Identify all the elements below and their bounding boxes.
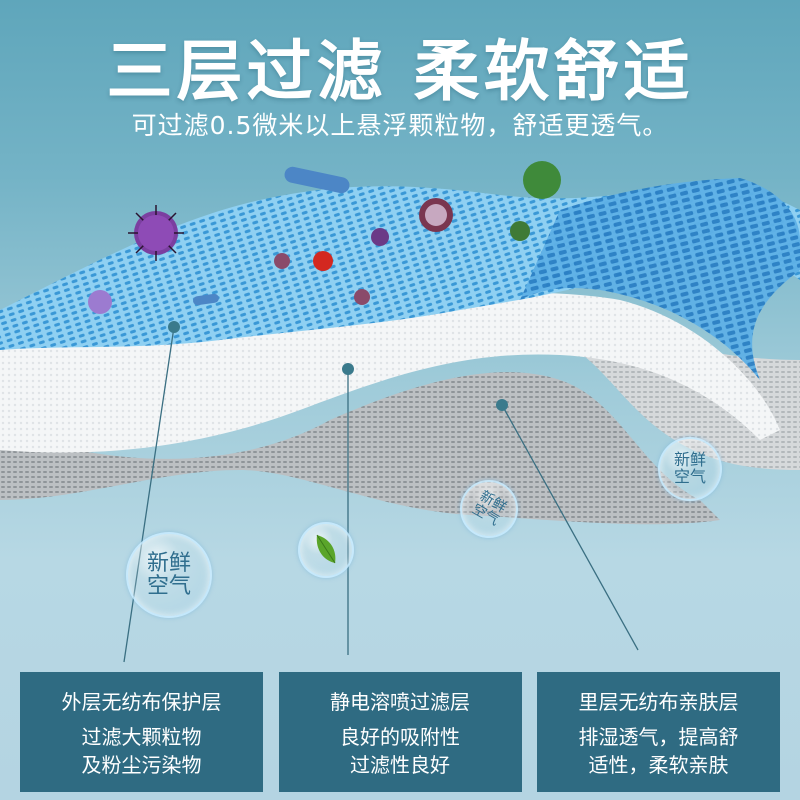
virus-icon — [274, 253, 290, 269]
inner-layer-marker — [496, 399, 508, 411]
feature-title: 静电溶喷过滤层 — [330, 689, 470, 714]
feature-title: 外层无纺布保护层 — [61, 689, 222, 714]
leaf-bubble — [298, 522, 354, 578]
bacteria-icon — [193, 293, 219, 306]
page-title: 三层过滤 柔软舒适 — [106, 33, 694, 110]
bacteria-icon — [284, 166, 350, 194]
fresh-air-bubble: 新鲜 空气 — [658, 437, 722, 501]
virus-icon — [510, 221, 530, 241]
outer-layer-marker — [168, 321, 180, 333]
virus-icon — [88, 290, 112, 314]
feature-line: 良好的吸附性 — [340, 724, 460, 749]
connector-lines — [123, 326, 639, 663]
feature-box-outer-layer: 外层无纺布保护层 过滤大颗粒物 及粉尘污染物 — [20, 672, 263, 792]
page-subtitle: 可过滤0.5微米以上悬浮颗粒物，舒适更透气。 — [131, 111, 669, 140]
middle-layer-marker — [342, 363, 354, 375]
virus-icon — [354, 289, 370, 305]
fresh-air-bubble: 新鲜 空气 — [126, 532, 212, 618]
feature-line: 适性，柔软亲肤 — [588, 752, 729, 777]
feature-line: 过滤大颗粒物 — [81, 724, 202, 749]
virus-icon — [371, 228, 389, 246]
virus-icon — [128, 205, 184, 261]
feature-boxes: 外层无纺布保护层 过滤大颗粒物 及粉尘污染物 静电溶喷过滤层 良好的吸附性 过滤… — [20, 672, 780, 792]
virus-icon — [523, 161, 561, 199]
particle-icon — [313, 251, 333, 271]
feature-box-middle-layer: 静电溶喷过滤层 良好的吸附性 过滤性良好 — [278, 672, 522, 792]
feature-line: 及粉尘污染物 — [81, 752, 202, 777]
feature-line: 过滤性良好 — [350, 752, 450, 777]
feature-line: 排湿透气，提高舒 — [578, 724, 739, 749]
feature-box-inner-layer: 里层无纺布亲肤层 排湿透气，提高舒 适性，柔软亲肤 — [537, 672, 780, 792]
leaf-icon — [316, 534, 336, 564]
feature-title: 里层无纺布亲肤层 — [578, 689, 739, 714]
